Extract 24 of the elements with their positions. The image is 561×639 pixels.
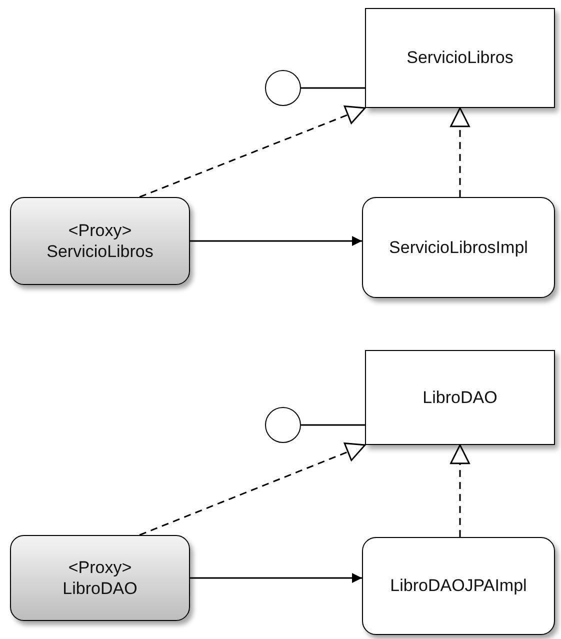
realization-arrow xyxy=(450,444,470,537)
interface-circle xyxy=(265,407,301,443)
arrow xyxy=(190,573,362,583)
realization-arrow xyxy=(139,442,366,536)
class-name: LibroDAO xyxy=(62,578,138,600)
interface-line xyxy=(301,424,365,426)
arrow xyxy=(190,236,362,246)
stereotype-label: <Proxy> xyxy=(68,220,132,241)
class-name: ServicioLibros xyxy=(406,47,514,69)
class-name: LibroDAO xyxy=(422,386,498,408)
interface-line xyxy=(301,87,365,89)
class-box xyxy=(365,8,555,108)
interface-circle xyxy=(265,70,301,106)
class-name: ServicioLibros xyxy=(46,241,154,262)
class-box xyxy=(10,197,190,285)
class-box xyxy=(10,535,190,621)
stereotype-label: <Proxy> xyxy=(68,556,132,578)
realization-arrow xyxy=(450,107,470,197)
class-name: ServicioLibrosImpl xyxy=(389,236,528,258)
class-box xyxy=(362,537,555,635)
class-box xyxy=(362,197,555,298)
class-box xyxy=(365,350,555,445)
realization-arrow xyxy=(139,105,366,198)
class-name: LibroDAOJPAImpl xyxy=(390,575,527,597)
